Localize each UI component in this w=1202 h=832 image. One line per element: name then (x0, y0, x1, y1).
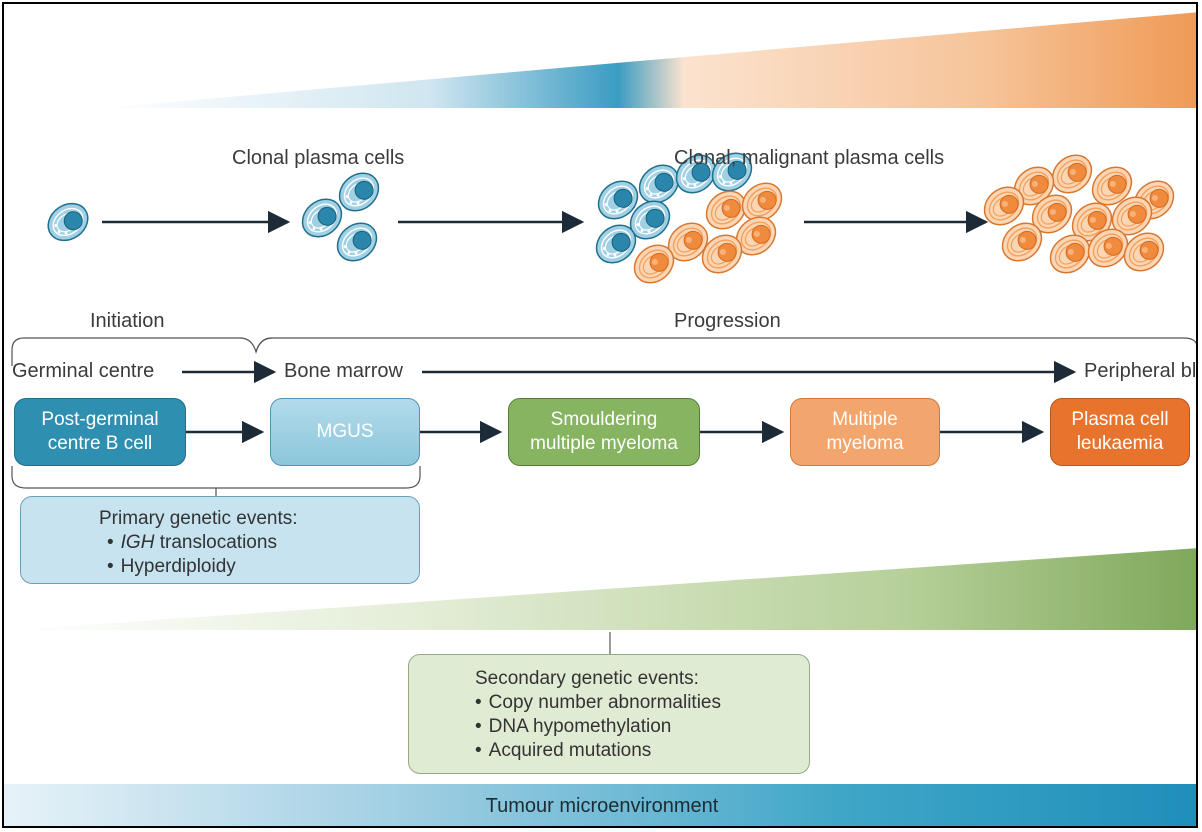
stage-label: Post-germinal centre B cell (41, 409, 159, 454)
stage-mgus: MGUS (270, 398, 420, 466)
primary-event-item: Hyperdiploidy (107, 555, 419, 579)
clonal-malignant-plasma-cells-label: Clonal, malignant plasma cells (674, 147, 945, 169)
secondary-event-item: Acquired mutations (475, 739, 809, 763)
stage-plasma-cell-leukaemia: Plasma cell leukaemia (1050, 398, 1190, 466)
igh-gene-name: IGH (120, 532, 155, 553)
stage-multiple-myeloma: Multiple myeloma (790, 398, 940, 466)
stage-post-germinal-b-cell: Post-germinal centre B cell (14, 398, 186, 466)
primary-genetic-events-box: Primary genetic events: IGH translocatio… (20, 496, 420, 584)
secondary-event-item: Copy number abnormalities (475, 691, 809, 715)
secondary-genetic-events-box: Secondary genetic events: Copy number ab… (408, 654, 810, 774)
cell-cluster-malignant (976, 146, 1182, 282)
primary-events-list: IGH translocations Hyperdiploidy (99, 531, 419, 579)
peripheral-blood-label: Peripheral blood (1084, 360, 1197, 382)
tumour-microenvironment-bar: Tumour microenvironment (4, 784, 1196, 826)
clonal-expansion-wedge (102, 12, 1196, 108)
secondary-event-item: DNA hypomethylation (475, 715, 809, 739)
translocations-text: translocations (154, 532, 277, 553)
clonal-plasma-cells-label: Clonal plasma cells (232, 147, 405, 169)
stage-label: Multiple myeloma (826, 409, 904, 454)
initiation-label: Initiation (90, 310, 165, 332)
germinal-centre-label: Germinal centre (12, 360, 155, 382)
primary-event-item: IGH translocations (107, 531, 419, 555)
primary-events-bracket (11, 466, 421, 489)
primary-events-heading: Primary genetic events: (99, 508, 298, 529)
secondary-events-list: Copy number abnormalities DNA hypomethyl… (475, 691, 809, 763)
progression-label: Progression (674, 310, 781, 332)
progression-bracket (255, 337, 1196, 353)
diagram-graphics (11, 12, 1196, 656)
cell-single (40, 195, 96, 249)
cell-cluster-small (294, 164, 387, 270)
bone-marrow-label: Bone marrow (284, 360, 403, 382)
stage-label: Smouldering multiple myeloma (530, 409, 678, 454)
genetic-events-wedge (12, 548, 1196, 630)
stage-smouldering-multiple-myeloma: Smouldering multiple myeloma (508, 398, 700, 466)
secondary-events-heading: Secondary genetic events: (475, 668, 699, 689)
stage-label: MGUS (316, 421, 374, 442)
stage-label: Plasma cell leukaemia (1071, 409, 1169, 454)
tumour-microenvironment-label: Tumour microenvironment (485, 794, 719, 817)
